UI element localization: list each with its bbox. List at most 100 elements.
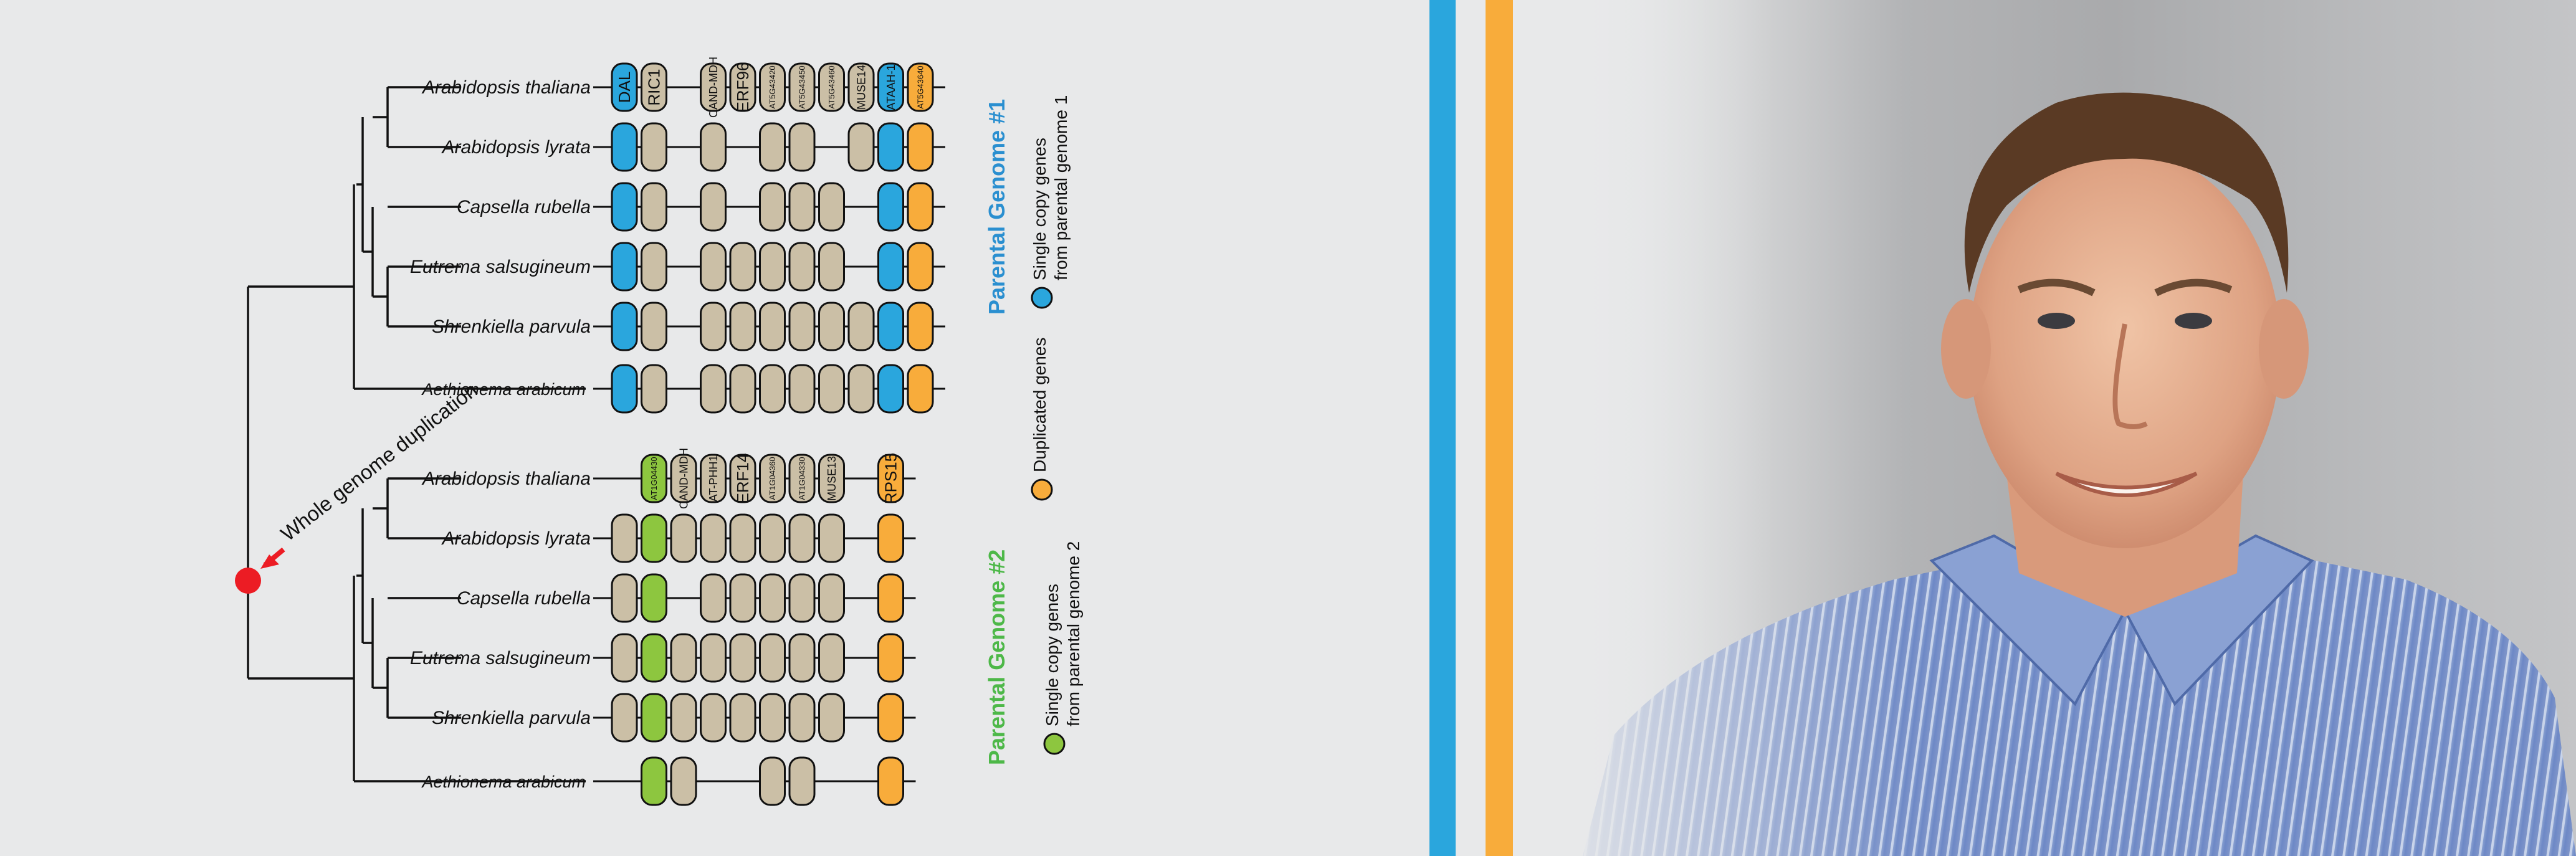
legend-single-copy-2-label-1: from parental genome 2: [1064, 541, 1083, 726]
genome1-gene-3-4: [729, 242, 756, 292]
genome1-gene-2-10: [907, 182, 934, 232]
genome2-gene-0-7: [818, 454, 845, 503]
genome1-gene-5-3: [700, 364, 727, 414]
genome1-gene-2-1: [641, 182, 667, 232]
genome2-species-3: Eutrema salsugineum: [410, 648, 591, 668]
genome1-gene-2-7: [818, 182, 845, 232]
genome1-gene-1-0: [611, 122, 638, 172]
genome1-gene-4-9: [877, 302, 904, 351]
genome2-species-4: Shrenkiella parvula: [432, 708, 591, 728]
duplication-node: [235, 568, 261, 594]
genome1-gene-0-6: [788, 62, 816, 112]
genome1-gene-label-7: AT5G43460: [827, 65, 836, 108]
genome2-gene-4-2: [670, 693, 697, 743]
legend-duplicated-swatch: [1031, 478, 1053, 501]
genome2-gene-1-6: [788, 513, 816, 563]
genome1-gene-2-6: [788, 182, 816, 232]
genome2-species-0: Arabidopsis thaliana: [421, 468, 591, 489]
genome2-gene-1-5: [759, 513, 786, 563]
legend-single-copy-1-swatch: [1031, 287, 1053, 309]
genome2-gene-2-4: [729, 573, 756, 623]
genome2-title: Parental Genome #2: [984, 549, 1009, 765]
genome1-gene-4-5: [759, 302, 786, 351]
genome1-gene-5-4: [729, 364, 756, 414]
genome1-gene-1-1: [641, 122, 667, 172]
genome1-gene-2-5: [759, 182, 786, 232]
genome1-gene-3-1: [641, 242, 667, 292]
genome2-gene-3-6: [788, 633, 816, 683]
genome1-gene-label-3: CAND-MDH: [707, 57, 720, 118]
genome2-gene-label-9: RPS15: [882, 453, 900, 504]
genome2-gene-label-7: MUSE13: [826, 456, 838, 501]
genome1-gene-3-5: [759, 242, 786, 292]
genome2-gene-3-1: [641, 633, 667, 683]
duplication-label: Whole genome duplication: [277, 378, 482, 546]
genome1-gene-4-8: [847, 302, 875, 351]
genome1-gene-1-8: [847, 122, 875, 172]
genome1-gene-4-7: [818, 302, 845, 351]
genome1-gene-4-10: [907, 302, 934, 351]
genome2-gene-label-1: AT1G04430: [649, 457, 659, 500]
genome2-gene-4-7: [818, 693, 845, 743]
genome1-gene-0-4: [729, 62, 756, 112]
genome1-gene-0-7: [818, 62, 845, 112]
genome1-gene-0-3: [700, 62, 727, 112]
person-portrait: [1545, 0, 2576, 856]
genome1-gene-5-7: [818, 364, 845, 414]
genome1-gene-3-10: [907, 242, 934, 292]
genome1-gene-4-6: [788, 302, 816, 351]
genome2-gene-3-0: [611, 633, 638, 683]
genome2-gene-4-0: [611, 693, 638, 743]
genome1-gene-0-5: [759, 62, 786, 112]
genome2-gene-4-9: [877, 693, 904, 743]
genome1-gene-2-3: [700, 182, 727, 232]
genome1-title: Parental Genome #1: [984, 99, 1009, 315]
genome2-gene-5-5: [759, 756, 786, 806]
genome1-species-1: Arabidopsis lyrata: [441, 137, 591, 158]
genome1-gene-5-9: [877, 364, 904, 414]
genome1-species-2: Capsella rubella: [457, 197, 591, 217]
genome2-gene-5-1: [641, 756, 667, 806]
genome2-gene-label-4: ERF14: [733, 454, 752, 504]
genome2-species-5: Aethionema arabicum: [421, 773, 586, 791]
genome1-gene-1-9: [877, 122, 904, 172]
genome1-species-3: Eutrema salsugineum: [410, 257, 591, 277]
genome2-gene-0-9: [877, 454, 904, 503]
genome1-gene-3-0: [611, 242, 638, 292]
genome1-gene-5-8: [847, 364, 875, 414]
genome1-gene-2-9: [877, 182, 904, 232]
genome2-gene-5-2: [670, 756, 697, 806]
legend-duplicated-label-0: Duplicated genes: [1030, 338, 1049, 472]
genome1-gene-0-9: [877, 62, 904, 112]
genome2-gene-1-1: [641, 513, 667, 563]
genome1-gene-label-10: AT5G43640: [916, 65, 925, 108]
genome2-gene-0-5: [759, 454, 786, 503]
genome2-gene-3-9: [877, 633, 904, 683]
genome1-gene-0-8: [847, 62, 875, 112]
genome1-gene-3-9: [877, 242, 904, 292]
genome2-gene-2-6: [788, 573, 816, 623]
blue-divider-bar: [1429, 0, 1456, 856]
genome1-gene-2-0: [611, 182, 638, 232]
genome1-gene-1-3: [700, 122, 727, 172]
genome1-gene-5-0: [611, 364, 638, 414]
genome2-gene-4-5: [759, 693, 786, 743]
genome1-gene-5-5: [759, 364, 786, 414]
genome2-gene-2-5: [759, 573, 786, 623]
genome1-gene-5-6: [788, 364, 816, 414]
genome2-gene-label-6: AT1G04330: [798, 457, 807, 500]
genome1-gene-4-1: [641, 302, 667, 351]
genome1-gene-3-6: [788, 242, 816, 292]
genome2-gene-4-6: [788, 693, 816, 743]
genome2-gene-2-7: [818, 573, 845, 623]
genome2-gene-1-7: [818, 513, 845, 563]
genome2-gene-1-4: [729, 513, 756, 563]
genome2-gene-2-0: [611, 573, 638, 623]
legend-single-copy-1-label-0: Single copy genes: [1030, 138, 1049, 280]
genome1-gene-1-5: [759, 122, 786, 172]
genome1-gene-0-1: [641, 62, 667, 112]
genome2-gene-3-7: [818, 633, 845, 683]
genome2-gene-4-4: [729, 693, 756, 743]
genome2-gene-1-3: [700, 513, 727, 563]
